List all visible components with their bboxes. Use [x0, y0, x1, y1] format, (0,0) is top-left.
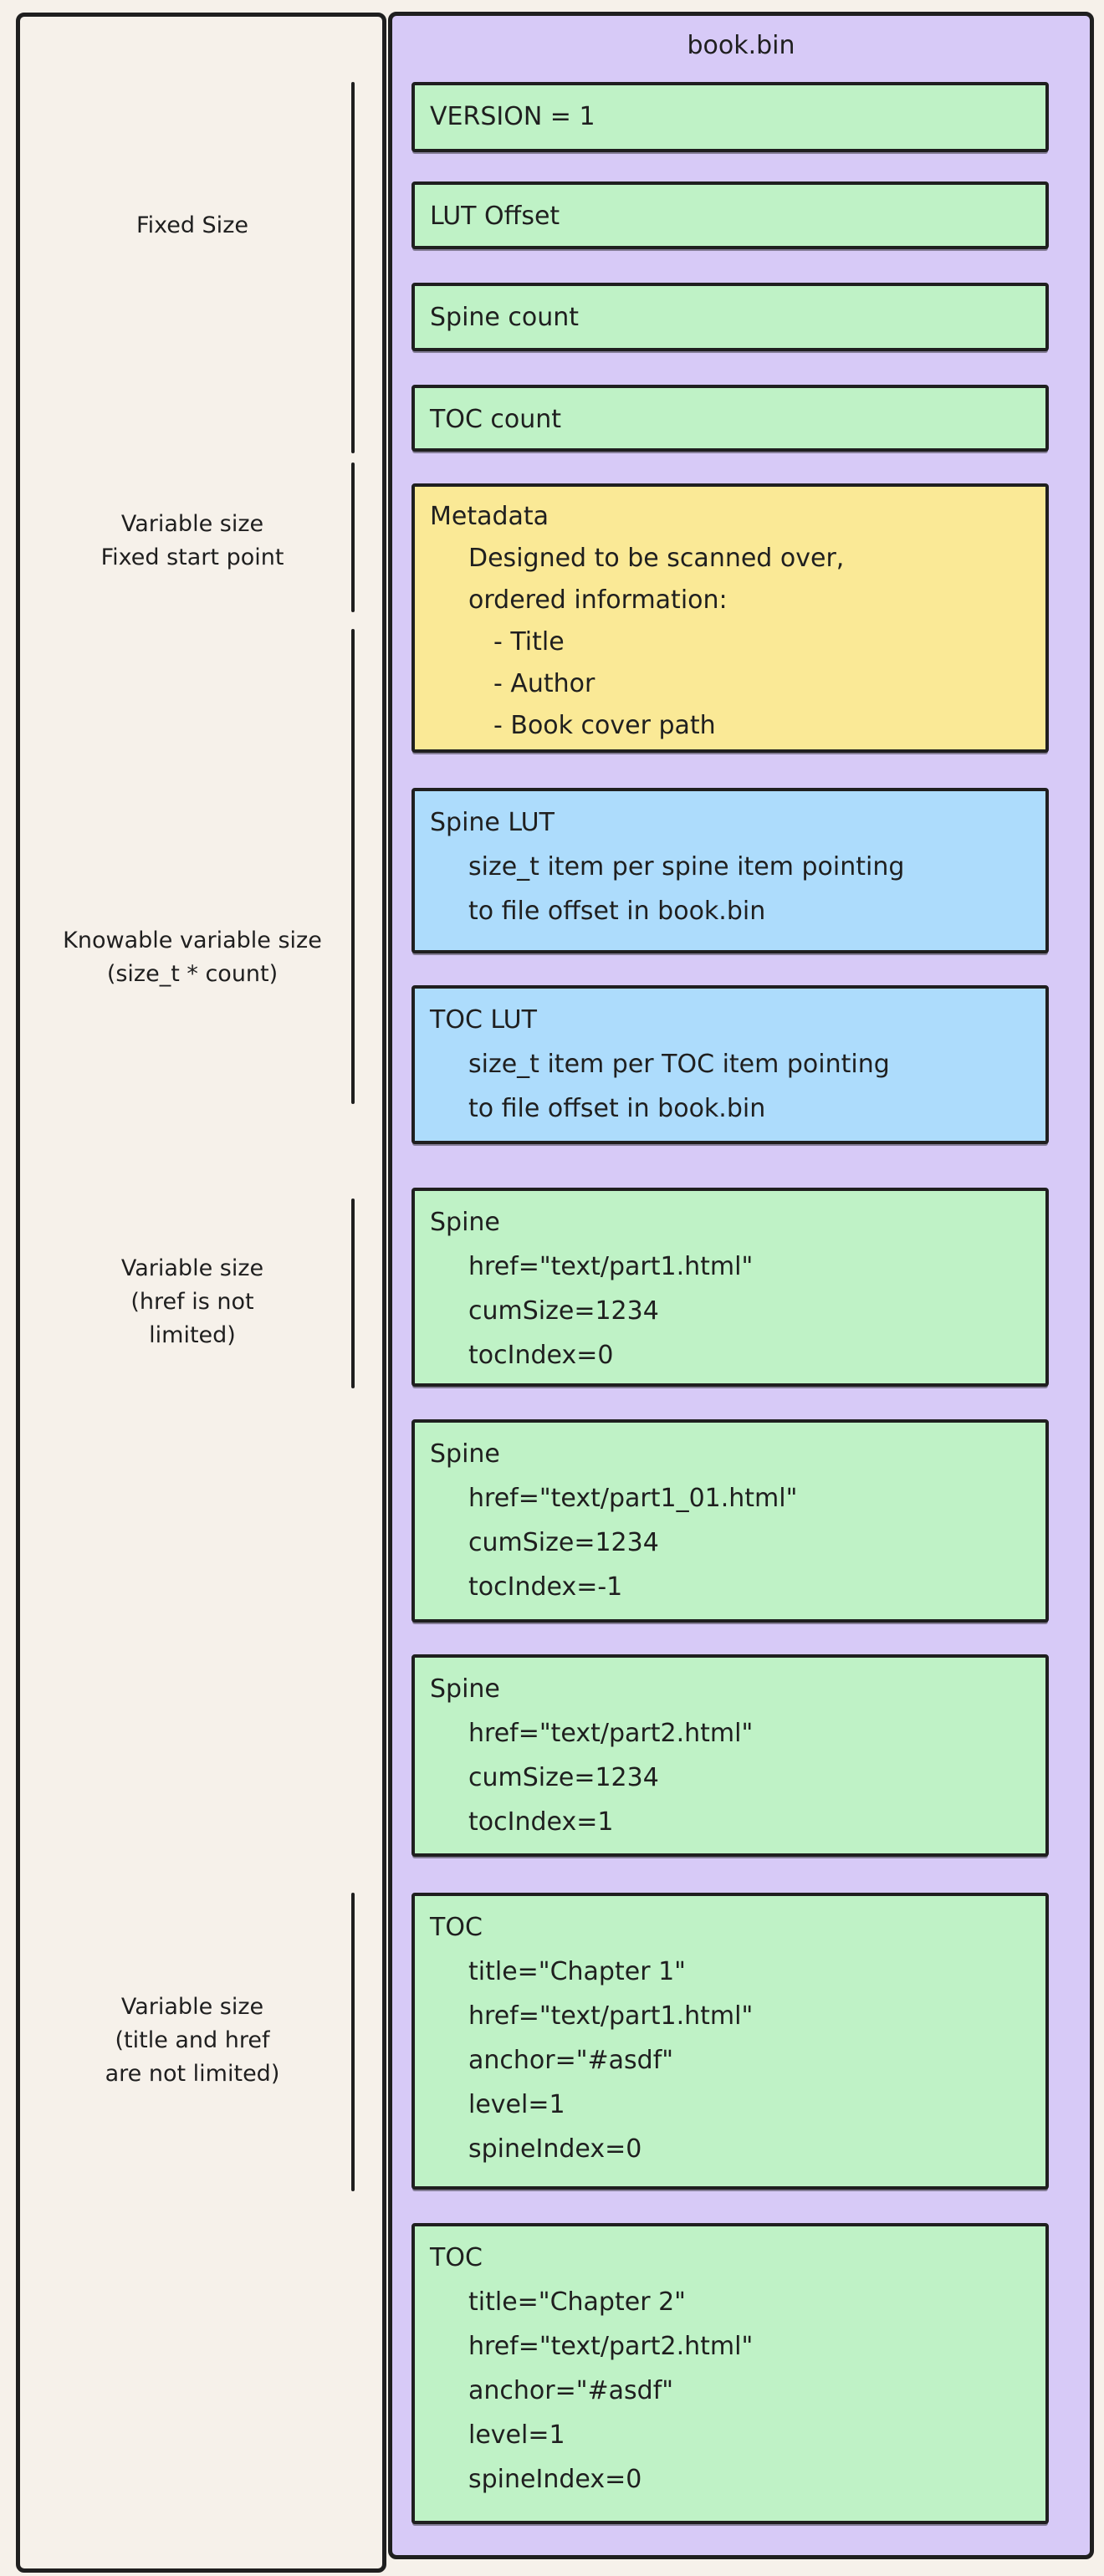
block-spine-3: Spine href="text/part2.html" cumSize=123…	[411, 1654, 1049, 1857]
block-spine-1: Spine href="text/part1.html" cumSize=123…	[411, 1188, 1049, 1387]
block-line: to file offset in book.bin	[468, 1094, 766, 1123]
label-line: Fixed Size	[136, 212, 248, 238]
block-line: href="text/part1_01.html"	[468, 1484, 798, 1513]
block-line: level=1	[468, 2420, 565, 2450]
block-line: cumSize=1234	[468, 1528, 659, 1557]
block-version: VERSION = 1	[411, 82, 1049, 152]
book-bin-container: book.bin VERSION = 1 LUT Offset Spine co…	[388, 12, 1094, 2559]
block-line: href="text/part2.html"	[468, 1719, 754, 1748]
block-line: TOC	[430, 2243, 483, 2272]
block-metadata: Metadata Designed to be scanned over, or…	[411, 483, 1049, 753]
label-line: Knowable variable size	[63, 928, 322, 953]
block-spine-lut: Spine LUT size_t item per spine item poi…	[411, 788, 1049, 953]
block-line: Spine	[430, 1439, 500, 1469]
block-toc-count: TOC count	[411, 385, 1049, 452]
block-spine-2: Spine href="text/part1_01.html" cumSize=…	[411, 1419, 1049, 1623]
block-line: Spine LUT	[430, 808, 555, 837]
block-line: cumSize=1234	[468, 1763, 659, 1792]
block-toc-lut: TOC LUT size_t item per TOC item pointin…	[411, 985, 1049, 1144]
label-line: Fixed start point	[100, 544, 284, 570]
block-line: level=1	[468, 2090, 565, 2119]
annotation-panel	[16, 13, 386, 2573]
label-line: limited)	[149, 1322, 236, 1348]
block-line: VERSION = 1	[430, 102, 595, 131]
label-variable-fixed-start: Variable size Fixed start point	[50, 508, 335, 575]
block-line: to file offset in book.bin	[468, 897, 766, 926]
block-line: href="text/part1.html"	[468, 1252, 754, 1281]
block-line: anchor="#asdf"	[468, 2046, 674, 2075]
bracket-knowable-variable	[351, 629, 355, 1104]
label-line: Variable size	[120, 511, 264, 537]
block-line: Spine	[430, 1674, 500, 1704]
block-line: title="Chapter 2"	[468, 2287, 686, 2317]
block-line: Spine	[430, 1208, 500, 1237]
label-line: are not limited)	[105, 2061, 280, 2087]
block-lut-offset: LUT Offset	[411, 181, 1049, 249]
block-toc-1: TOC title="Chapter 1" href="text/part1.h…	[411, 1893, 1049, 2190]
block-line: size_t item per TOC item pointing	[468, 1050, 890, 1079]
bracket-variable-title-href	[351, 1893, 355, 2191]
bracket-variable-href	[351, 1199, 355, 1388]
label-line: (href is not	[130, 1289, 254, 1315]
block-line: tocIndex=1	[468, 1807, 614, 1837]
block-line: LUT Offset	[430, 202, 560, 231]
block-line: ordered information:	[468, 585, 728, 615]
label-variable-href: Variable size (href is not limited)	[50, 1252, 335, 1352]
bracket-variable-fixed-start	[351, 463, 355, 612]
block-line: size_t item per spine item pointing	[468, 852, 905, 882]
label-fixed-size: Fixed Size	[50, 209, 335, 243]
block-line: - Title	[493, 627, 565, 657]
block-line: cumSize=1234	[468, 1296, 659, 1326]
label-line: (title and href	[115, 2027, 270, 2053]
block-line: tocIndex=-1	[468, 1572, 623, 1602]
label-line: Variable size	[120, 1994, 264, 2020]
block-line: Metadata	[430, 502, 549, 531]
block-line: - Author	[493, 669, 595, 698]
block-line: anchor="#asdf"	[468, 2376, 674, 2405]
block-spine-count: Spine count	[411, 283, 1049, 351]
block-line: TOC	[430, 1913, 483, 1942]
block-line: title="Chapter 1"	[468, 1957, 686, 1986]
block-line: TOC count	[430, 405, 562, 434]
block-line: tocIndex=0	[468, 1341, 614, 1370]
block-line: href="text/part1.html"	[468, 2001, 754, 2031]
label-variable-title-href: Variable size (title and href are not li…	[50, 1991, 335, 2091]
label-knowable-variable: Knowable variable size (size_t * count)	[50, 924, 335, 991]
block-line: Designed to be scanned over,	[468, 544, 845, 573]
file-title: book.bin	[687, 31, 795, 60]
block-line: Spine count	[430, 303, 580, 332]
bracket-fixed-size	[351, 82, 355, 453]
label-line: (size_t * count)	[106, 961, 279, 987]
block-toc-2: TOC title="Chapter 2" href="text/part2.h…	[411, 2223, 1049, 2524]
block-line: spineIndex=0	[468, 2134, 642, 2164]
block-line: - Book cover path	[493, 711, 716, 740]
block-line: TOC LUT	[430, 1005, 537, 1035]
block-line: href="text/part2.html"	[468, 2332, 754, 2361]
block-line: spineIndex=0	[468, 2465, 642, 2494]
label-line: Variable size	[120, 1255, 264, 1281]
